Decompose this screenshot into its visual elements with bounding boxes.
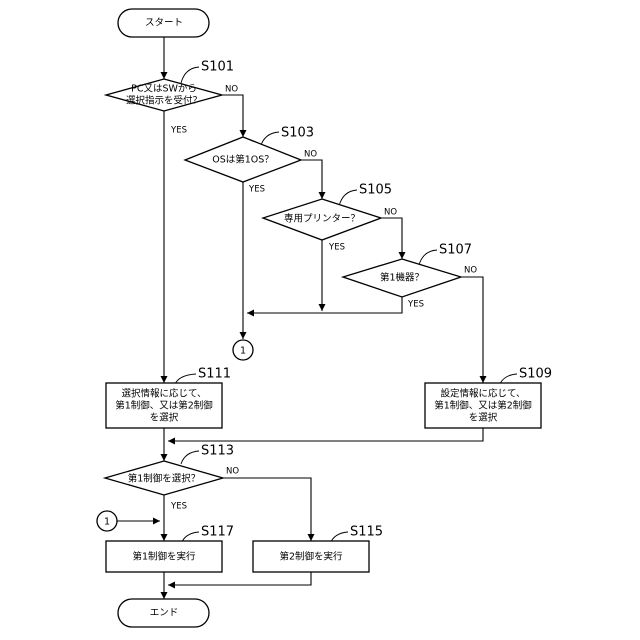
decision-s105: 専用プリンター？ S105 bbox=[263, 183, 392, 241]
s101-text-line2: 選択指示を受付？ bbox=[126, 95, 202, 107]
s103-yes-label: YES bbox=[248, 185, 265, 195]
decision-s113: 第1制御を選択？ S113 bbox=[105, 444, 234, 496]
decision-s101: PC又はSWから 選択指示を受付？ S101 bbox=[106, 60, 234, 112]
s105-yes-label: YES bbox=[328, 243, 345, 253]
edge-s113-no-s115 bbox=[223, 478, 311, 541]
process-s117: 第1制御を実行 S117 bbox=[106, 525, 234, 573]
s109-text-line3: を選択 bbox=[469, 412, 498, 424]
step-label-s101: S101 bbox=[201, 60, 234, 75]
s111-text-line3: を選択 bbox=[150, 412, 179, 424]
step-label-s103: S103 bbox=[281, 126, 314, 141]
step-label-s113: S113 bbox=[201, 444, 234, 459]
s111-text-line2: 第1制御、又は第2制御 bbox=[115, 400, 213, 412]
process-s111: 選択情報に応じて、 第1制御、又は第2制御 を選択 S111 bbox=[106, 367, 231, 429]
s109-text-line1: 設定情報に応じて、 bbox=[440, 388, 525, 400]
edges bbox=[117, 37, 483, 599]
edge-s115-merge bbox=[168, 572, 311, 585]
edge-s107-yes-merge bbox=[247, 297, 402, 313]
s113-yes-label: YES bbox=[170, 502, 187, 512]
step-label-s111: S111 bbox=[198, 367, 231, 382]
connector-out-label: 1 bbox=[240, 346, 246, 357]
s113-no-label: NO bbox=[226, 467, 239, 477]
step-label-s109: S109 bbox=[519, 367, 552, 382]
decision-s103: OSは第1OS？ S103 bbox=[185, 126, 314, 183]
connector-in-label: 1 bbox=[104, 517, 110, 528]
connector-in: 1 bbox=[97, 511, 117, 531]
s107-no-label: NO bbox=[464, 266, 477, 276]
s117-text: 第1制御を実行 bbox=[132, 551, 196, 563]
edge-s101-no-s103 bbox=[222, 95, 243, 137]
step-label-s107: S107 bbox=[439, 243, 472, 258]
s101-no-label: NO bbox=[225, 85, 238, 95]
step-label-s115: S115 bbox=[350, 525, 383, 540]
start-label: スタート bbox=[145, 18, 183, 29]
edge-s107-no-s109 bbox=[461, 277, 483, 383]
s107-yes-label: YES bbox=[407, 300, 424, 310]
s115-text: 第2制御を実行 bbox=[279, 551, 343, 563]
s107-text: 第1機器？ bbox=[380, 272, 424, 284]
s109-text-line2: 第1制御、又は第2制御 bbox=[434, 400, 532, 412]
s113-text: 第1制御を選択？ bbox=[128, 473, 201, 485]
s111-text-line1: 選択情報に応じて、 bbox=[121, 388, 206, 400]
leader-s101 bbox=[181, 67, 199, 83]
end-terminal: エンド bbox=[118, 599, 209, 627]
step-label-s117: S117 bbox=[201, 525, 234, 540]
process-s115: 第2制御を実行 S115 bbox=[253, 525, 383, 573]
s105-no-label: NO bbox=[384, 208, 397, 218]
process-s109: 設定情報に応じて、 第1制御、又は第2制御 を選択 S109 bbox=[425, 367, 552, 429]
edge-s105-no-s107 bbox=[381, 218, 402, 259]
s103-text: OSは第1OS？ bbox=[212, 154, 274, 166]
s101-yes-label: YES bbox=[170, 126, 187, 136]
edge-s109-merge bbox=[168, 428, 483, 441]
leader-s113 bbox=[181, 451, 199, 464]
edge-s103-no-s105 bbox=[301, 160, 322, 199]
s101-text-line1: PC又はSWから bbox=[131, 84, 197, 95]
leader-s105 bbox=[339, 190, 357, 206]
s103-no-label: NO bbox=[304, 150, 317, 160]
s105-text: 専用プリンター？ bbox=[284, 213, 360, 225]
connector-out: 1 bbox=[233, 340, 253, 360]
step-label-s105: S105 bbox=[359, 183, 392, 198]
leader-s107 bbox=[419, 250, 437, 265]
start-terminal: スタート bbox=[118, 9, 209, 37]
end-label: エンド bbox=[150, 608, 179, 619]
decision-s107: 第1機器？ S107 bbox=[343, 243, 472, 298]
